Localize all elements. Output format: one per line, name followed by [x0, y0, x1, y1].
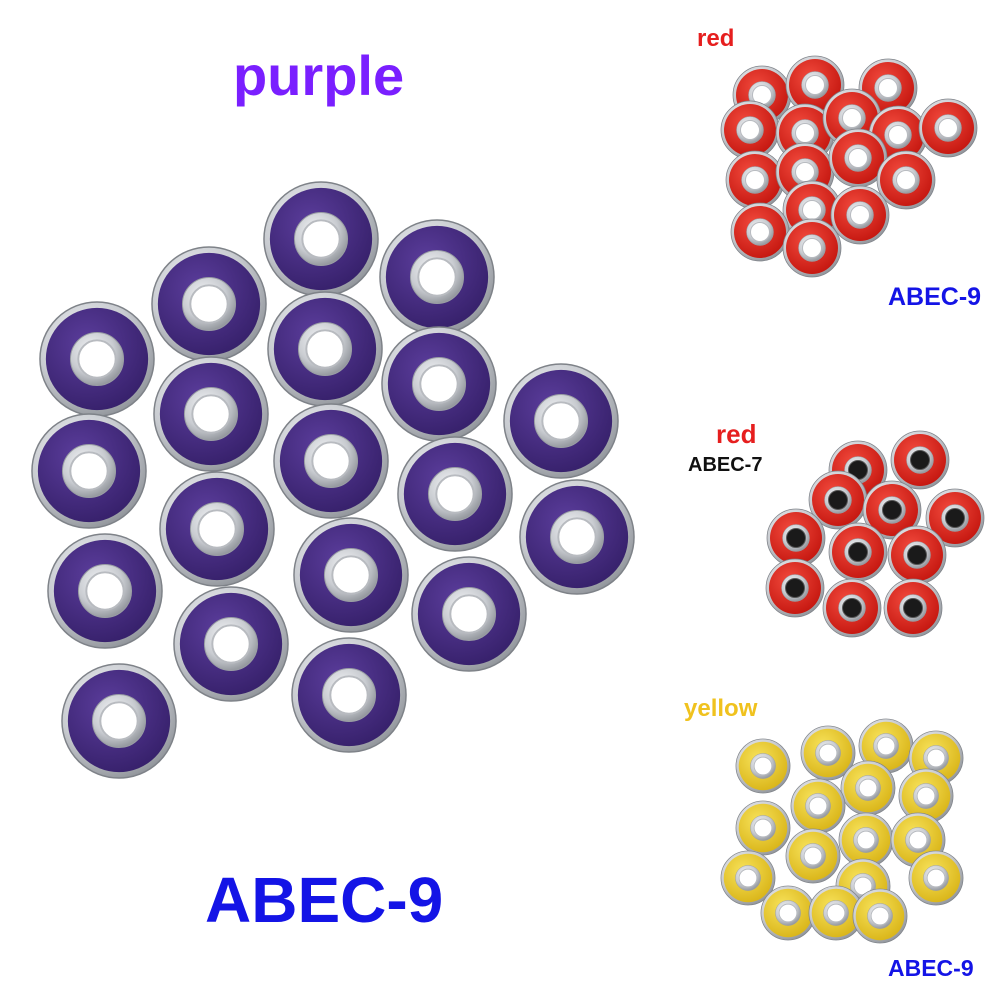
- yellow-bearing-cluster: [720, 718, 964, 944]
- color-label-red-top: red: [697, 25, 735, 52]
- color-label-red-middle: red: [716, 419, 757, 449]
- grade-label-yellow: ABEC-9: [888, 955, 974, 981]
- grade-label-main: ABEC-9: [205, 864, 444, 936]
- grade-label-red-middle: ABEC-7: [688, 454, 763, 476]
- purple-bearing-cluster: [30, 180, 636, 780]
- color-label-yellow: yellow: [684, 695, 758, 722]
- red-abec9-bearing-cluster: [720, 55, 978, 278]
- color-label-purple: purple: [233, 44, 405, 107]
- red-abec7-bearing-cluster: [765, 430, 985, 638]
- grade-label-red-top: ABEC-9: [888, 283, 982, 311]
